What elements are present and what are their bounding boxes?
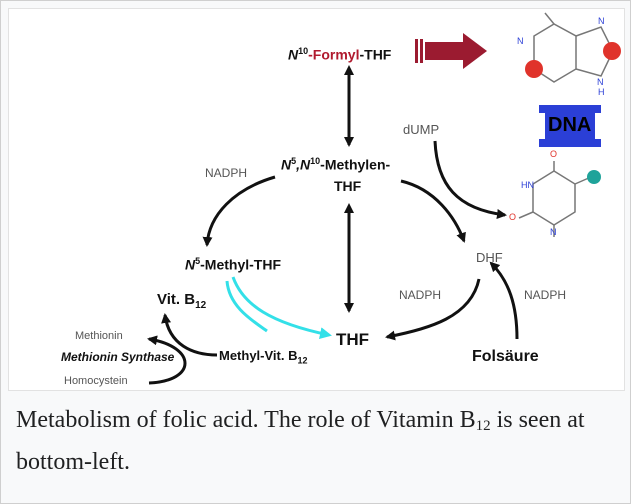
methionin-label: Methionin (75, 330, 123, 342)
methylen-text: -Methylen- (320, 156, 391, 173)
pyrimidine-atom-teal (587, 170, 601, 184)
methylen-thf-line2: THF (334, 178, 362, 194)
nadph-mid-label: NADPH (399, 288, 442, 302)
dna-label: DNA (548, 114, 592, 136)
purine-n2: N (598, 16, 605, 26)
methylen-sep: , (296, 156, 301, 173)
vit-b12-label: Vit. B12 (157, 292, 206, 311)
dna-band (539, 105, 601, 147)
methyl-vit-b12-sub: 12 (297, 355, 308, 366)
methylen-sup1: 5 (291, 156, 297, 166)
formyl-n: N (288, 46, 299, 63)
methionin-synthase-label: Methionin Synthase (61, 350, 175, 364)
caption-subscript: 12 (475, 418, 491, 434)
dump-label: dUMP (403, 122, 440, 137)
purine-atom-red-left (525, 60, 543, 78)
caption-text-before: Metabolism of folic acid. The role of Vi… (16, 407, 476, 433)
methylen-n1: N (281, 156, 292, 173)
folate-diagram: N10-Formyl-THF N5,N10-Methylen- THF N5-M… (8, 8, 625, 391)
folsaeure-to-dhf-arrow (489, 261, 519, 340)
purine-n3: N (597, 77, 604, 87)
methyl-n: N (185, 256, 196, 273)
methylen-n2: N (300, 156, 311, 173)
dump-to-dtmp-arrow (433, 140, 507, 219)
methyl-thf-text: -Methyl-THF (200, 256, 282, 273)
pathway-arrows (147, 12, 621, 385)
thf-label: THF (336, 330, 370, 349)
methyl-vit-b12-text: Methyl-Vit. B (219, 348, 298, 363)
figure-caption: Metabolism of folic acid. The role of Vi… (16, 399, 620, 483)
methyl-sup: 5 (195, 256, 201, 266)
caption-text-after: is seen at bottom-left. (16, 407, 585, 475)
pyrimidine-o-top: O (550, 149, 558, 159)
homocystein-to-methionin-arrow (147, 335, 187, 385)
formyl-export-arrow (415, 33, 487, 69)
formyl-text: -Formyl (308, 46, 360, 63)
formyl-thf-text: -THF (359, 46, 392, 63)
methyl-b12-to-b12-arrow (161, 313, 218, 357)
purine-atom-red-right (603, 42, 621, 60)
methylen-to-dhf-arrow (400, 179, 466, 243)
methylen-to-methyl-arrow (202, 175, 276, 247)
purine-n1: N (517, 36, 524, 46)
pyrimidine-o-left: O (509, 212, 517, 222)
nadph-right-label: NADPH (524, 288, 567, 302)
vit-b12-text: Vit. B (157, 291, 196, 308)
dhf-to-thf-arrow (385, 278, 481, 341)
pyrimidine-structure (518, 161, 592, 237)
b12-methyl-transfer-arrow-1 (231, 276, 332, 340)
homocystein-label: Homocystein (64, 375, 128, 387)
b12-methyl-transfer-arrow-2 (225, 280, 268, 333)
dhf-label: DHF (476, 250, 503, 265)
vit-b12-sub: 12 (195, 300, 207, 311)
formyl-sup: 10 (298, 46, 309, 56)
purine-h: H (598, 87, 605, 97)
methylen-sup2: 10 (310, 156, 321, 166)
methyl-thf-label: N5-Methyl-THF (185, 257, 281, 272)
methyl-vit-b12-label: Methyl-Vit. B12 (219, 349, 308, 366)
nadph-left-label: NADPH (205, 166, 248, 180)
pyrimidine-hn: HN (521, 180, 534, 190)
folsaeure-label: Folsäure (472, 348, 539, 365)
formyl-thf-label: N10-Formyl-THF (288, 47, 391, 62)
methylen-thf-label: N5,N10-Methylen- (281, 157, 390, 172)
pyrimidine-n: N (550, 227, 557, 237)
